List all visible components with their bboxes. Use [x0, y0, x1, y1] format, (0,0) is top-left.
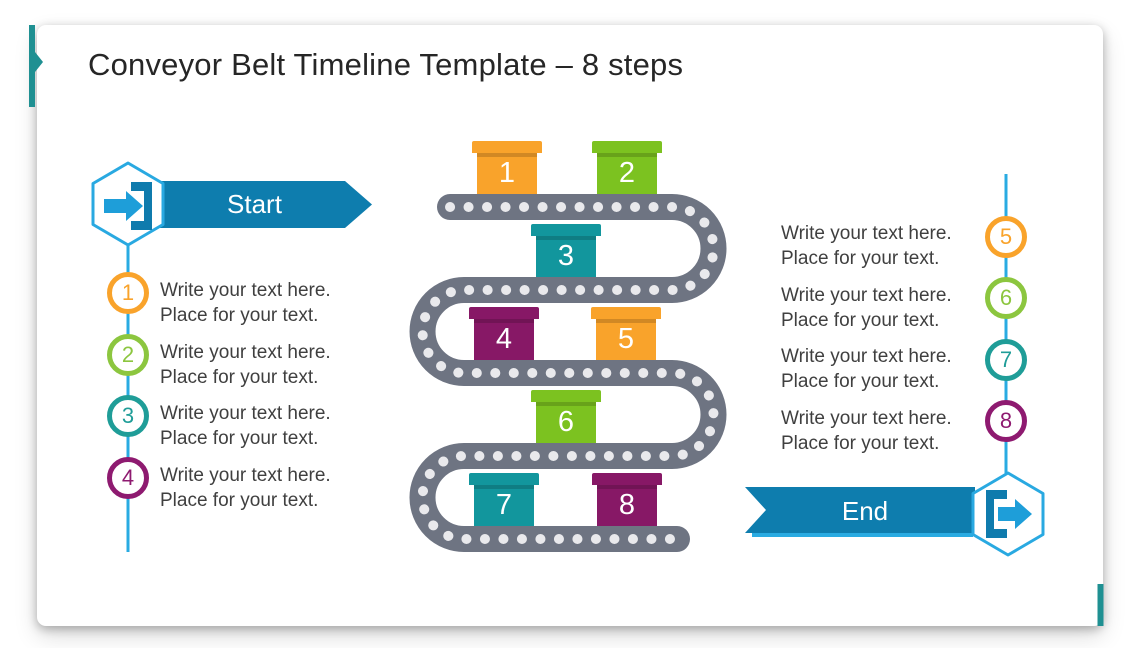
top-left-accent-bookmark-icon [29, 25, 43, 107]
conveyor-belt-rollers [417, 202, 719, 544]
step-text-line: Place for your text. [160, 427, 319, 449]
box-lid [472, 141, 542, 153]
conveyor-box-5: 5 [591, 307, 661, 360]
box-number: 1 [477, 153, 537, 194]
end-bracket-icon [986, 490, 1007, 538]
step-circle-4: 4 [107, 457, 149, 499]
conveyor-box-8: 8 [592, 473, 662, 526]
step-text-7: Write your text here. Place for your tex… [781, 345, 952, 394]
box-lid [469, 473, 539, 485]
box-lid [591, 307, 661, 319]
step-text-3: Write your text here. Place for your tex… [160, 402, 331, 451]
start-bracket-icon [131, 182, 152, 230]
step-text-line: Write your text here. [781, 408, 952, 429]
step-text-line: Write your text here. [160, 280, 331, 301]
page-title: Conveyor Belt Timeline Template – 8 step… [88, 47, 684, 82]
bottom-right-accent-bar [1097, 584, 1104, 626]
start-banner-label: Start [227, 189, 282, 219]
box-lid [531, 390, 601, 402]
step-text-line: Write your text here. [160, 342, 331, 363]
step-circle-3: 3 [107, 395, 149, 437]
step-text-line: Place for your text. [781, 370, 940, 392]
box-number: 2 [597, 153, 657, 194]
step-text-1: Write your text here. Place for your tex… [160, 279, 331, 328]
step-circle-8: 8 [985, 400, 1027, 442]
box-lid [592, 473, 662, 485]
step-text-6: Write your text here. Place for your tex… [781, 284, 952, 333]
box-lid [592, 141, 662, 153]
box-number: 4 [474, 319, 534, 360]
conveyor-box-3: 3 [531, 224, 601, 277]
conveyor-box-4: 4 [469, 307, 539, 360]
step-text-line: Place for your text. [160, 304, 319, 326]
step-circle-6: 6 [985, 277, 1027, 319]
step-text-line: Write your text here. [781, 346, 952, 367]
step-text-line: Place for your text. [781, 309, 940, 331]
step-text-line: Write your text here. [160, 403, 331, 424]
step-circle-1: 1 [107, 272, 149, 314]
step-text-line: Place for your text. [160, 489, 319, 511]
step-text-2: Write your text here. Place for your tex… [160, 341, 331, 390]
step-text-5: Write your text here. Place for your tex… [781, 222, 952, 271]
box-lid [469, 307, 539, 319]
box-number: 5 [596, 319, 656, 360]
box-number: 3 [536, 236, 596, 277]
start-banner-ribbon [150, 181, 372, 228]
step-text-4: Write your text here. Place for your tex… [160, 464, 331, 513]
start-arrow-icon [104, 191, 143, 221]
box-number: 7 [474, 485, 534, 526]
end-banner-underline [752, 531, 973, 537]
step-text-line: Write your text here. [781, 285, 952, 306]
box-number: 6 [536, 402, 596, 443]
conveyor-box-7: 7 [469, 473, 539, 526]
conveyor-box-6: 6 [531, 390, 601, 443]
end-banner-label: End [841, 496, 889, 526]
step-circle-2: 2 [107, 334, 149, 376]
conveyor-box-2: 2 [592, 141, 662, 194]
step-text-line: Place for your text. [160, 366, 319, 388]
step-text-line: Place for your text. [781, 247, 940, 269]
step-circle-5: 5 [985, 216, 1027, 258]
step-text-8: Write your text here. Place for your tex… [781, 407, 952, 456]
box-number: 8 [597, 485, 657, 526]
step-text-line: Write your text here. [781, 223, 952, 244]
step-circle-7: 7 [985, 339, 1027, 381]
end-banner-ribbon [745, 487, 975, 533]
end-arrow-icon [998, 499, 1032, 529]
box-lid [531, 224, 601, 236]
step-text-line: Write your text here. [160, 465, 331, 486]
conveyor-box-1: 1 [472, 141, 542, 194]
step-text-line: Place for your text. [781, 432, 940, 454]
